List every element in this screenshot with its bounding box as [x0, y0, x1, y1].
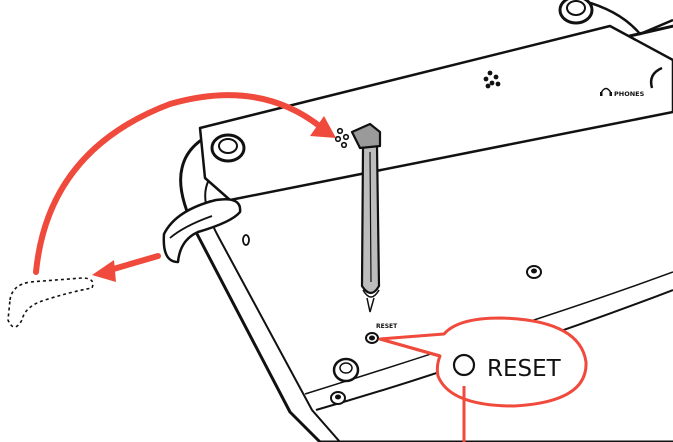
reset-callout-hole-icon [452, 353, 476, 377]
curved-arrow-head [310, 116, 336, 138]
reset-hole-icon [365, 332, 379, 344]
reset-small-label: RESET [376, 323, 398, 330]
phones-label: PHONES [614, 90, 645, 98]
stylus [350, 122, 382, 313]
screw-hole-3 [330, 391, 346, 405]
stylus-slot-dots [334, 127, 350, 149]
foot-left [210, 133, 246, 163]
headphones-icon [600, 87, 612, 96]
reset-callout-label: RESET [487, 356, 562, 382]
foot-right [558, 0, 594, 25]
speaker-grille-icon [483, 70, 501, 89]
top-panel [198, 24, 673, 202]
lever-ghost-outline [7, 277, 94, 328]
foot-bottom-left [332, 357, 360, 383]
straight-arrow-head [92, 260, 116, 282]
curved-arrow [33, 92, 325, 275]
phones-jack [649, 66, 663, 89]
screw-hole-2 [526, 265, 542, 279]
slot-small [242, 234, 250, 246]
reset-callout-bubble [378, 316, 588, 408]
straight-arrow [107, 253, 161, 273]
stand-lever [162, 198, 242, 264]
reset-callout-tail [379, 337, 441, 358]
